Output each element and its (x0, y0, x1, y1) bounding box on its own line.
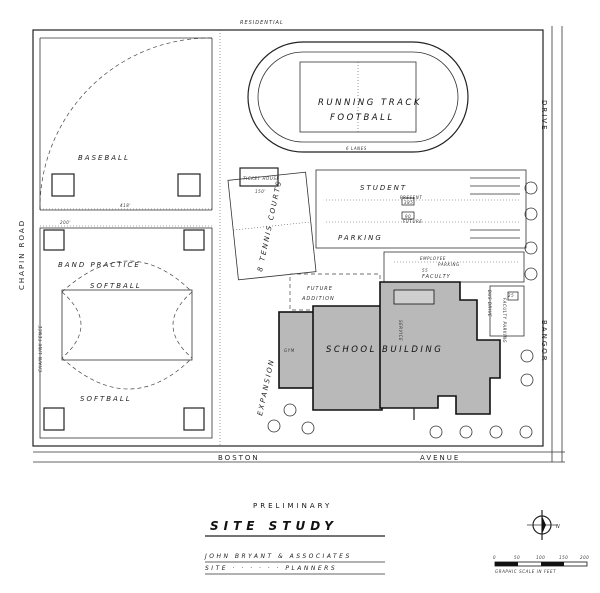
bangor-label: BANGOR (540, 320, 548, 363)
faculty-parking-lot (489, 285, 525, 337)
north-arrow-icon: N (527, 510, 561, 540)
softball-fields (39, 227, 213, 439)
expansion-label: EXPANSION (256, 358, 276, 417)
baseball-label: BASEBALL (78, 154, 130, 162)
scale-tick-50: 50 (514, 555, 520, 560)
softball-top-label: SOFTBALL (90, 282, 142, 290)
scale-tick-150: 150 (559, 555, 568, 560)
ticket-house (239, 167, 279, 187)
student-label: STUDENT (360, 184, 407, 192)
future-addition (289, 273, 381, 311)
boston-label: BOSTON (218, 454, 260, 462)
chapin-road-label: CHAPIN ROAD (18, 219, 26, 290)
bus-drive-label: BUS DRIVE (487, 290, 492, 317)
firm-role: SITE · · · · · · PLANNERS (205, 565, 337, 572)
graphic-scale: 0 50 100 150 200 GRAPHIC SCALE IN FEET (493, 555, 589, 574)
employee-label: EMPLOYEE (420, 256, 446, 261)
gym-label: GYM (284, 348, 295, 353)
student-parking (315, 169, 527, 249)
service-label: SERVICE (398, 320, 403, 341)
employee-parking (383, 251, 525, 283)
school-building (278, 281, 501, 420)
softball-dimension: 200' (60, 220, 71, 225)
ticket-house-label: TICKET HOUSE (243, 176, 280, 181)
future-addition-label-1: FUTURE (307, 286, 333, 292)
band-practice-label: BAND PRACTICE (58, 261, 141, 269)
scale-tick-200: 200 (580, 555, 589, 560)
running-track (247, 41, 469, 153)
employee-parking-label: PARKING (438, 262, 460, 267)
avenue-label: AVENUE (420, 454, 460, 462)
tennis-dimension: 150' (255, 189, 266, 194)
preliminary-label: PRELIMINARY (253, 502, 332, 510)
drive-label: DRIVE (540, 100, 548, 132)
chain-link-fence-label: CHAIN LINK FENCE (38, 325, 43, 372)
football-label: FOOTBALL (330, 113, 395, 123)
faculty-label: FACULTY (422, 274, 451, 280)
softball-bottom-label: SOFTBALL (80, 395, 132, 403)
school-building-label: SCHOOL BUILDING (326, 345, 443, 355)
tennis-courts (227, 171, 317, 281)
scale-tick-100: 100 (536, 555, 545, 560)
future-addition-label-2: ADDITION (301, 296, 335, 302)
parking-label: PARKING (338, 234, 383, 242)
employee-count: 55 (422, 268, 428, 273)
firm-name: JOHN BRYANT & ASSOCIATES (204, 553, 352, 560)
baseball-field (39, 37, 213, 211)
faculty-count: 25 (508, 293, 514, 298)
present-label: PRESENT (400, 195, 422, 200)
faculty-parking-label: FACULTY PARKING (502, 298, 507, 343)
scale-tick-0: 0 (493, 555, 496, 560)
site-boundary (32, 26, 565, 463)
site-study-title: SITE STUDY (210, 519, 338, 533)
baseball-dimension: 418' (120, 203, 131, 208)
north-letter: N (556, 524, 561, 530)
running-track-label: RUNNING TRACK (318, 98, 422, 108)
trees (267, 181, 538, 439)
present-count: 385 (404, 200, 413, 205)
future-label: FUTURE (403, 219, 423, 224)
future-count: 90 (405, 214, 411, 219)
lanes-label: 6 LANES (346, 146, 367, 151)
residential-label: RESIDENTIAL (240, 20, 284, 26)
scale-label: GRAPHIC SCALE IN FEET (495, 569, 556, 574)
